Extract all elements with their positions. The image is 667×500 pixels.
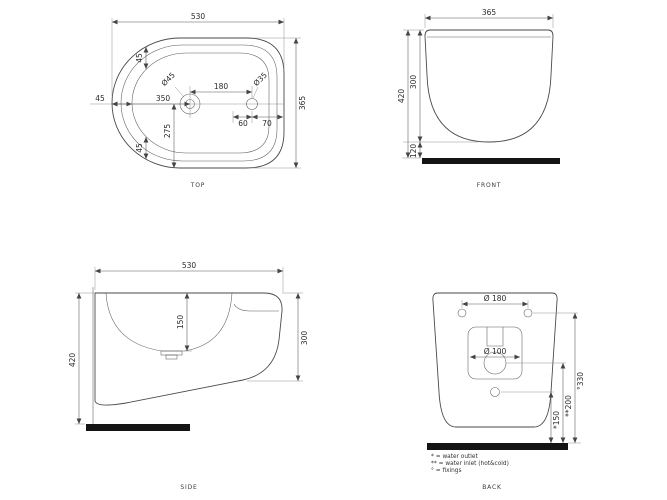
note-water-inlet: ** = water inlet (hot&cold) [431, 461, 509, 467]
side-view: 530 150 420 300 SIDE [68, 261, 309, 491]
side-dim-basin-depth: 150 [176, 293, 192, 352]
dim-text: 365 [298, 96, 307, 111]
top-view-label: TOP [190, 182, 205, 189]
top-dim-faucet-from-front: 275 [163, 104, 177, 168]
dim-text: 365 [482, 8, 497, 17]
top-dim-depth: 365 [252, 37, 307, 169]
front-view: 365 300 120 420 FRONT [397, 8, 560, 189]
dim-text: 45 [135, 143, 144, 153]
back-view-contour [432, 292, 558, 428]
side-view-contour [94, 292, 283, 406]
front-view-label: FRONT [477, 182, 502, 189]
back-view-label: BACK [482, 484, 502, 491]
top-view-bowl-contour [131, 52, 270, 154]
top-dim-faucet-from-edge: 350 [112, 94, 190, 107]
water-outlet-circle [490, 387, 500, 397]
back-view: Ø 180 Ø 100 °330 **200 *150 * = water ou… [427, 292, 585, 491]
dim-text: 70 [262, 119, 272, 128]
drain-detail-lower [165, 354, 178, 360]
dim-text: °330 [576, 372, 585, 390]
back-dim-fixing-spacing: Ø 180 [461, 294, 529, 308]
dim-text: 60 [238, 119, 248, 128]
back-dim-outlet-height: *150 [501, 391, 581, 444]
front-view-contour [424, 29, 554, 143]
top-dim-width: 530 [111, 12, 285, 96]
top-dim-hole-spacing: 180 [189, 82, 253, 118]
top-view: 530 365 45 45 45 Ø45 180 [90, 12, 307, 189]
front-dim-total-height: 420 [397, 30, 421, 159]
dim-text: 530 [182, 261, 197, 270]
fixing-hole-right [523, 308, 533, 318]
dim-text: 420 [68, 353, 77, 368]
top-dim-rim-bottom: 45 [135, 137, 149, 159]
dim-text: 120 [409, 144, 418, 159]
water-inlet-port [486, 327, 504, 347]
legend-notes: * = water outlet ** = water inlet (hot&c… [431, 454, 509, 474]
front-dim-floor-gap: 120 [409, 142, 423, 159]
side-view-deck-line [233, 303, 279, 312]
dim-text: Ø 180 [484, 294, 507, 303]
note-fixings: ° = fixings [431, 468, 462, 474]
back-dim-trap-width: Ø 100 [470, 347, 520, 360]
note-water-outlet: * = water outlet [431, 454, 478, 460]
side-view-label: SIDE [180, 484, 197, 491]
dim-text: 300 [409, 75, 418, 90]
back-dim-fixings-height: °330 [533, 312, 585, 443]
top-view-outer-contour [111, 37, 285, 169]
dim-text: *150 [552, 411, 561, 429]
dim-text: 150 [176, 315, 185, 330]
side-dim-depth: 530 [94, 261, 284, 294]
side-dim-front-height: 300 [247, 292, 309, 382]
top-dim-rim-top: 45 [135, 47, 149, 69]
front-floor-bar [422, 158, 560, 164]
dim-text: 45 [95, 94, 105, 103]
front-dim-width: 365 [424, 8, 554, 28]
dim-text: 530 [191, 12, 206, 21]
fixing-hole-left [457, 308, 467, 318]
top-dim-side-hole-edge: 70 [252, 114, 283, 128]
dim-text: 180 [214, 82, 229, 91]
back-dim-inlet-height: **200 [506, 362, 573, 443]
dim-text: 300 [300, 331, 309, 346]
dim-text: 350 [156, 94, 171, 103]
top-view-rim-contour [120, 44, 278, 162]
side-spray-hole [246, 98, 258, 110]
side-dim-total-height: 420 [68, 292, 94, 425]
dim-text: 275 [163, 124, 172, 139]
back-floor-bar [427, 443, 568, 450]
dim-text: **200 [564, 395, 573, 417]
mounting-recess [467, 326, 523, 380]
side-floor-bar [86, 424, 190, 431]
dim-text: 420 [397, 89, 406, 104]
dim-text: Ø 100 [484, 347, 507, 356]
dim-text: 45 [135, 53, 144, 63]
